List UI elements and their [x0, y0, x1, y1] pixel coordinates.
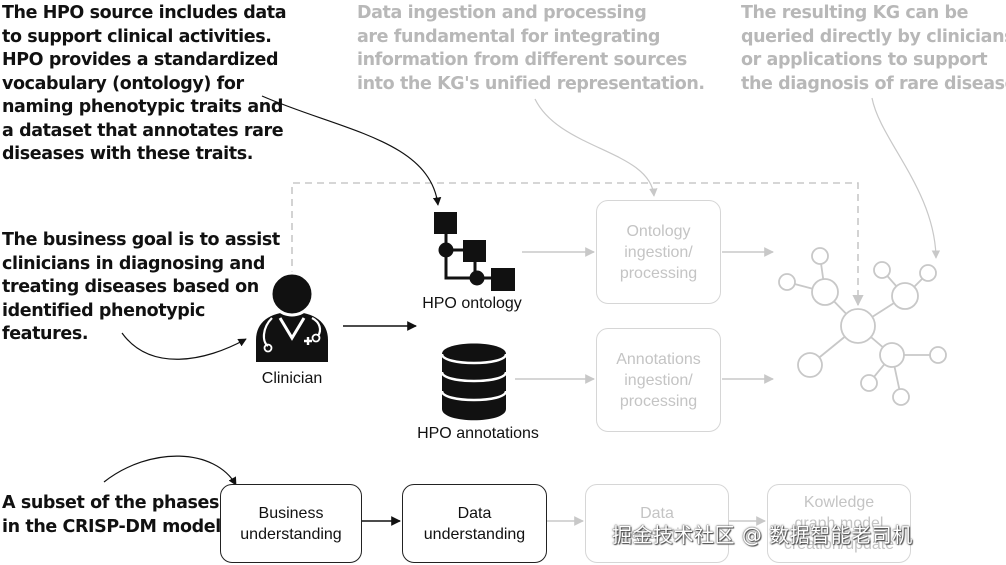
clinician-icon [256, 271, 328, 362]
watermark: 掘金技术社区 @ 数据智能老司机 [612, 523, 913, 547]
annotation-hpo-source: The HPO source includes data to support … [2, 3, 287, 164]
arrow-crisp-dm [103, 455, 237, 486]
arrow-resulting-kg [871, 97, 941, 259]
arrow-business-goal [121, 332, 247, 360]
hpo-annotations-label: HPO annotations [417, 425, 539, 442]
clinician-label: Clinician [261, 370, 323, 387]
annotation-crisp-dm: A subset of the phases in the CRISP-DM m… [2, 493, 221, 537]
annotation-resulting-kg: The resulting KG can be queried directly… [741, 3, 1006, 94]
annotations-ingestion-box: Annotations ingestion/ processing [596, 328, 721, 432]
annotation-business-goal: The business goal is to assist clinician… [2, 230, 280, 344]
hpo-ontology-label: HPO ontology [422, 295, 522, 312]
arrow-hpo-source [261, 95, 442, 206]
knowledge-graph-icon [778, 247, 947, 406]
dashed-feedback-loop [291, 182, 864, 307]
phase-kg-model-creation: Kowledge graph model creation/update [767, 484, 911, 563]
annotation-data-ingestion: Data ingestion and processing are fundam… [357, 3, 705, 94]
database-icon [440, 343, 508, 421]
ontology-ingestion-box: Ontology ingestion/ processing [596, 200, 721, 304]
phase-data-preparation: Data preparation [585, 484, 729, 563]
phase-data-understanding: Data understanding [402, 484, 547, 563]
ontology-tree-icon [434, 212, 515, 291]
arrow-data-ingestion [534, 98, 658, 197]
phase-business-understanding: Business understanding [220, 484, 362, 563]
